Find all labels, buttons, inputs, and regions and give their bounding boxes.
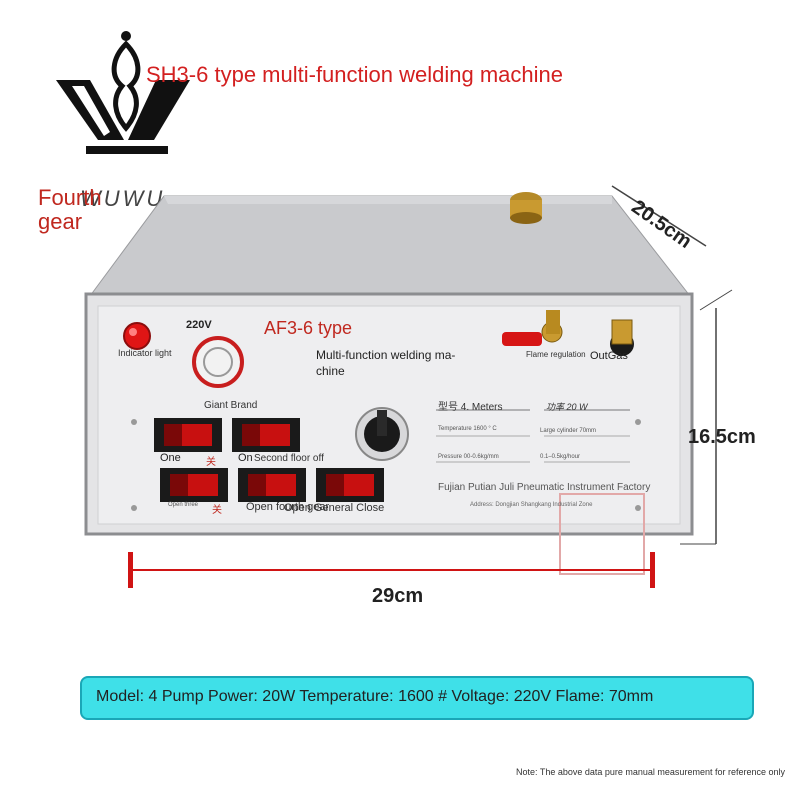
switch-close-glyph-1: 关 — [206, 457, 216, 468]
indicator-label: Indicator light — [118, 348, 172, 358]
spec-text: Model: 4 Pump Power: 20W Temperature: 16… — [96, 688, 654, 705]
rocker-switch-4[interactable] — [238, 468, 306, 502]
voltage-label: 220V — [186, 319, 212, 331]
switch-close-glyph-2: 关 — [212, 505, 222, 516]
page-title: SH3-6 type multi-function welding machin… — [146, 62, 563, 87]
switch-label-on: On — [238, 452, 253, 464]
flame-regulation-label: Flame regulation — [526, 350, 586, 359]
plate-pressure: Pressure 00-0.6kg/mm — [438, 454, 499, 460]
welding-machine-drawing — [84, 185, 733, 588]
rocker-switch-1[interactable] — [154, 418, 222, 452]
plate-temperature: Temperature 1600 ° C — [438, 426, 497, 432]
rocker-switch-5[interactable] — [316, 468, 384, 502]
height-dimension: 16.5cm — [688, 426, 756, 448]
crown-logo-icon — [56, 31, 190, 154]
model-title: AF3-6 type — [264, 318, 353, 338]
plate-flame: Large cylinder 70mm — [540, 428, 597, 434]
rocker-switch-2[interactable] — [232, 418, 300, 452]
subtitle-line1: Multi-function welding ma- — [316, 348, 456, 362]
plate-power: 功率 20 W — [546, 402, 588, 412]
factory-address: Address: Dongjian Shangkang Industrial Z… — [470, 502, 593, 508]
switch-label-general: Open General Close — [284, 502, 385, 514]
width-dimension: 29cm — [372, 585, 424, 607]
measurement-note: Note: The above data pure manual measure… — [516, 767, 785, 777]
brand-word: WUWU — [80, 186, 166, 211]
gear-label: Fourth gear — [38, 185, 102, 234]
factory-name: Fujian Putian Juli Pneumatic Instrument … — [438, 482, 651, 493]
switch-label-open-three: Open three — [168, 502, 199, 508]
out-gas-label: OutGas — [590, 350, 628, 362]
switch-label-one: One — [160, 452, 181, 464]
subtitle-line2: chine — [316, 364, 345, 378]
plate-model: 型号 4. Meters — [438, 402, 503, 413]
switch-label-second: Second floor off — [254, 453, 324, 464]
rocker-switch-3[interactable] — [160, 468, 228, 502]
spec-banner — [80, 676, 754, 720]
switch-label-open-fourth: Open fourth gear — [246, 501, 330, 513]
welding-machine-scene: 220V Indicator light AF3-6 type Multi-fu… — [0, 160, 800, 620]
brand-name: Giant Brand — [204, 400, 258, 411]
plate-gas-flow: 0.1–0.5kg/hour — [540, 454, 581, 460]
